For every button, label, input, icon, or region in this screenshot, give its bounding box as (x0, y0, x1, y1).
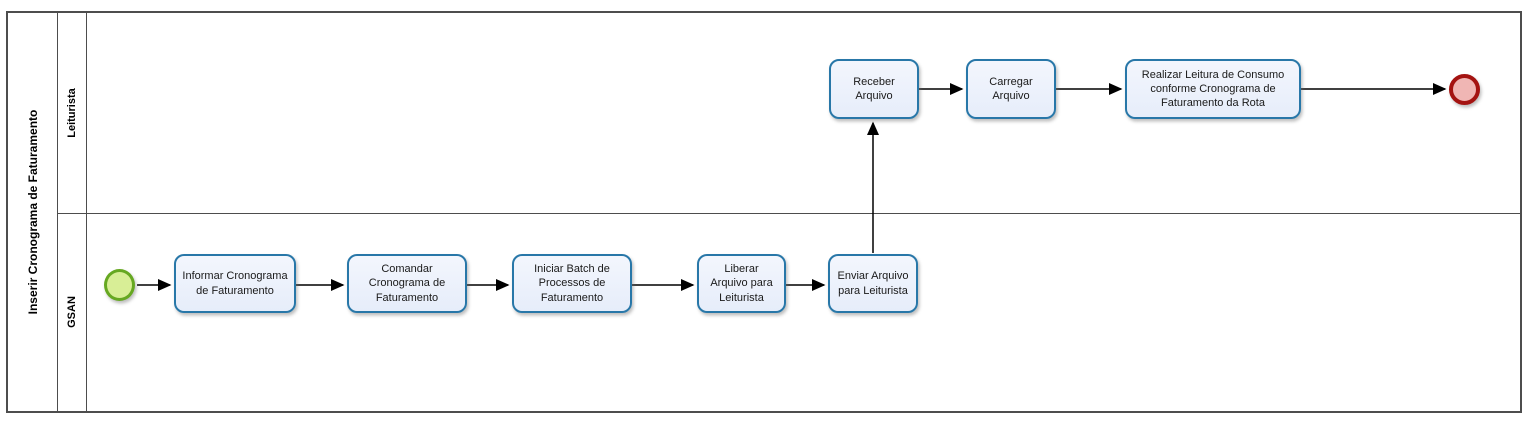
lane-header-leiturista: Leiturista (58, 13, 87, 213)
lane-label-leiturista: Leiturista (66, 88, 78, 138)
task-receber-arquivo: Receber Arquivo (829, 59, 919, 119)
task-label: Comandar Cronograma de Faturamento (368, 263, 446, 304)
task-realizar-leitura-consumo: Realizar Leitura de Consumo conforme Cro… (1125, 59, 1301, 119)
task-label: Iniciar Batch de Processos de Faturament… (534, 263, 610, 304)
end-event (1449, 74, 1480, 105)
pool-title-column: Inserir Cronograma de Faturamento (8, 13, 58, 411)
pool-title: Inserir Cronograma de Faturamento (25, 109, 40, 315)
task-liberar-arquivo: Liberar Arquivo para Leiturista (697, 254, 786, 313)
task-label: Enviar Arquivo para Leiturista (837, 270, 909, 297)
task-informar-cronograma: Informar Cronograma de Faturamento (174, 254, 296, 313)
task-iniciar-batch: Iniciar Batch de Processos de Faturament… (512, 254, 632, 313)
task-label: Carregar Arquivo (989, 75, 1033, 102)
task-label: Liberar Arquivo para Leiturista (710, 263, 773, 304)
task-carregar-arquivo: Carregar Arquivo (966, 59, 1056, 119)
lane-header-gsan: GSAN (58, 213, 87, 411)
task-enviar-arquivo: Enviar Arquivo para Leiturista (828, 254, 918, 313)
lane-label-gsan: GSAN (66, 296, 78, 328)
task-comandar-cronograma: Comandar Cronograma de Faturamento (347, 254, 467, 313)
task-label: Realizar Leitura de Consumo conforme Cro… (1141, 68, 1285, 110)
start-event (104, 269, 135, 301)
lane-divider (58, 213, 1520, 214)
task-label: Receber Arquivo (853, 75, 895, 102)
task-label: Informar Cronograma de Faturamento (182, 270, 288, 297)
